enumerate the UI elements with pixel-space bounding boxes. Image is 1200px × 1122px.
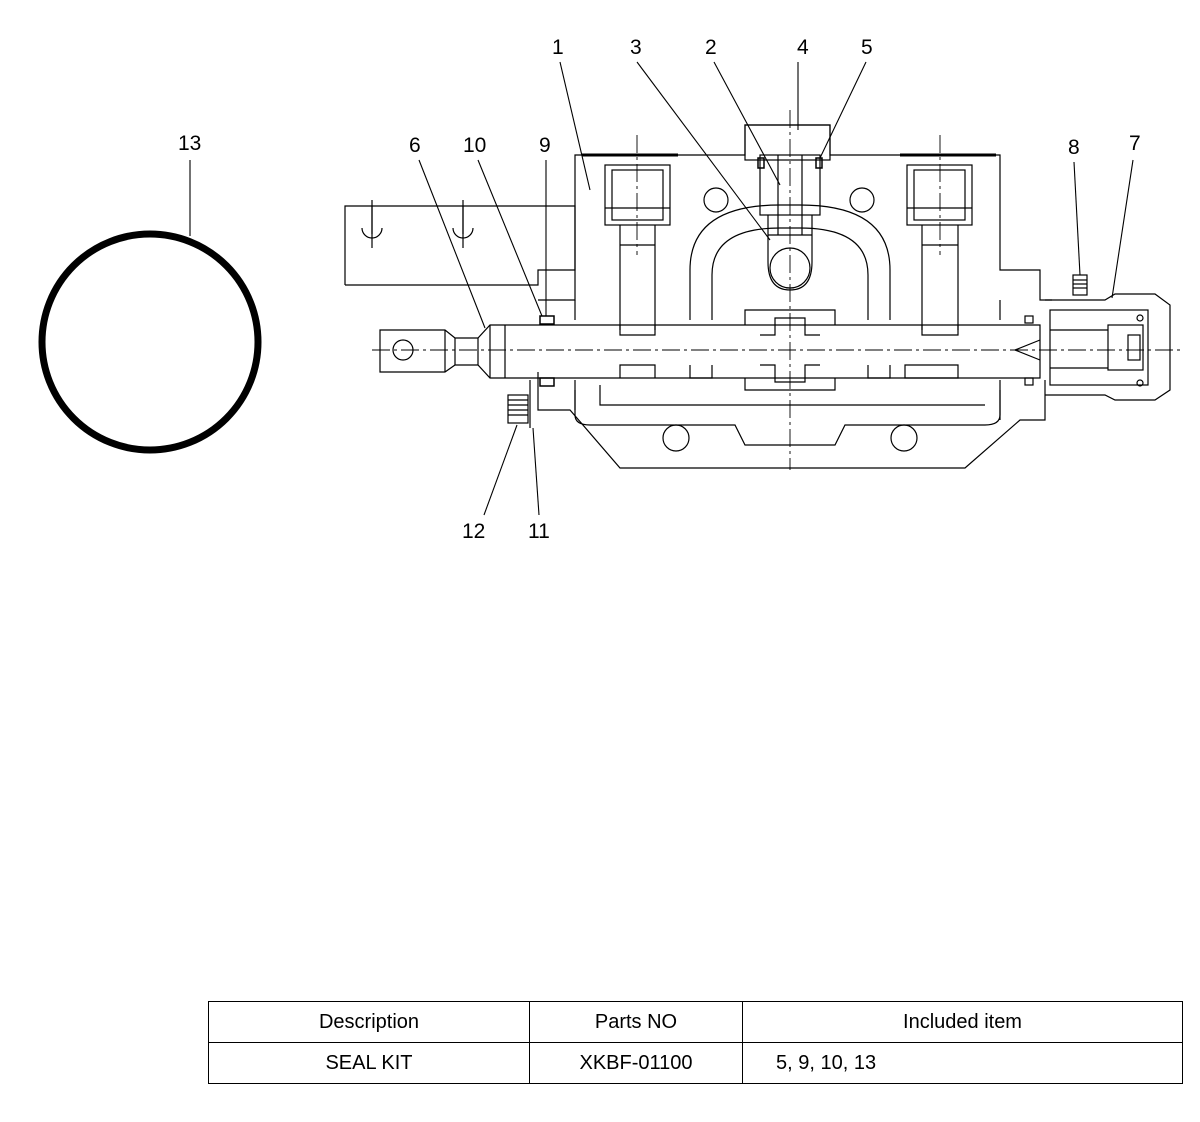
cell-included-item: 5, 9, 10, 13 <box>742 1042 1183 1084</box>
callout-11: 11 <box>528 520 550 543</box>
table-header-row: Description Parts NO Included item <box>208 1001 1183 1043</box>
callout-6: 6 <box>409 134 421 157</box>
o-ring-13 <box>38 230 262 454</box>
spool-6 <box>379 309 1041 391</box>
table-row: SEAL KIT XKBF-01100 5, 9, 10, 13 <box>208 1042 1183 1084</box>
plug-4 <box>744 124 831 291</box>
valve-body-1 <box>537 124 1052 469</box>
callout-7: 7 <box>1129 132 1141 155</box>
callout-5: 5 <box>861 36 873 59</box>
header-description: Description <box>208 1001 530 1043</box>
header-included-item: Included item <box>742 1001 1183 1043</box>
cell-description: SEAL KIT <box>208 1042 530 1084</box>
cell-parts-no: XKBF-01100 <box>529 1042 743 1084</box>
callout-8: 8 <box>1068 136 1080 159</box>
callout-13: 13 <box>178 132 201 155</box>
mounting-bracket <box>344 200 576 286</box>
header-parts-no: Parts NO <box>529 1001 743 1043</box>
callout-10: 10 <box>463 134 486 157</box>
callout-1: 1 <box>552 36 564 59</box>
seal-area-9-10 <box>507 315 555 428</box>
callout-3: 3 <box>630 36 642 59</box>
callout-4: 4 <box>797 36 809 59</box>
callout-12: 12 <box>462 520 485 543</box>
callout-9: 9 <box>539 134 551 157</box>
callout-2: 2 <box>705 36 717 59</box>
seal-kit-table: Description Parts NO Included item SEAL … <box>208 1001 1183 1084</box>
end-cap-7 <box>1013 274 1171 401</box>
